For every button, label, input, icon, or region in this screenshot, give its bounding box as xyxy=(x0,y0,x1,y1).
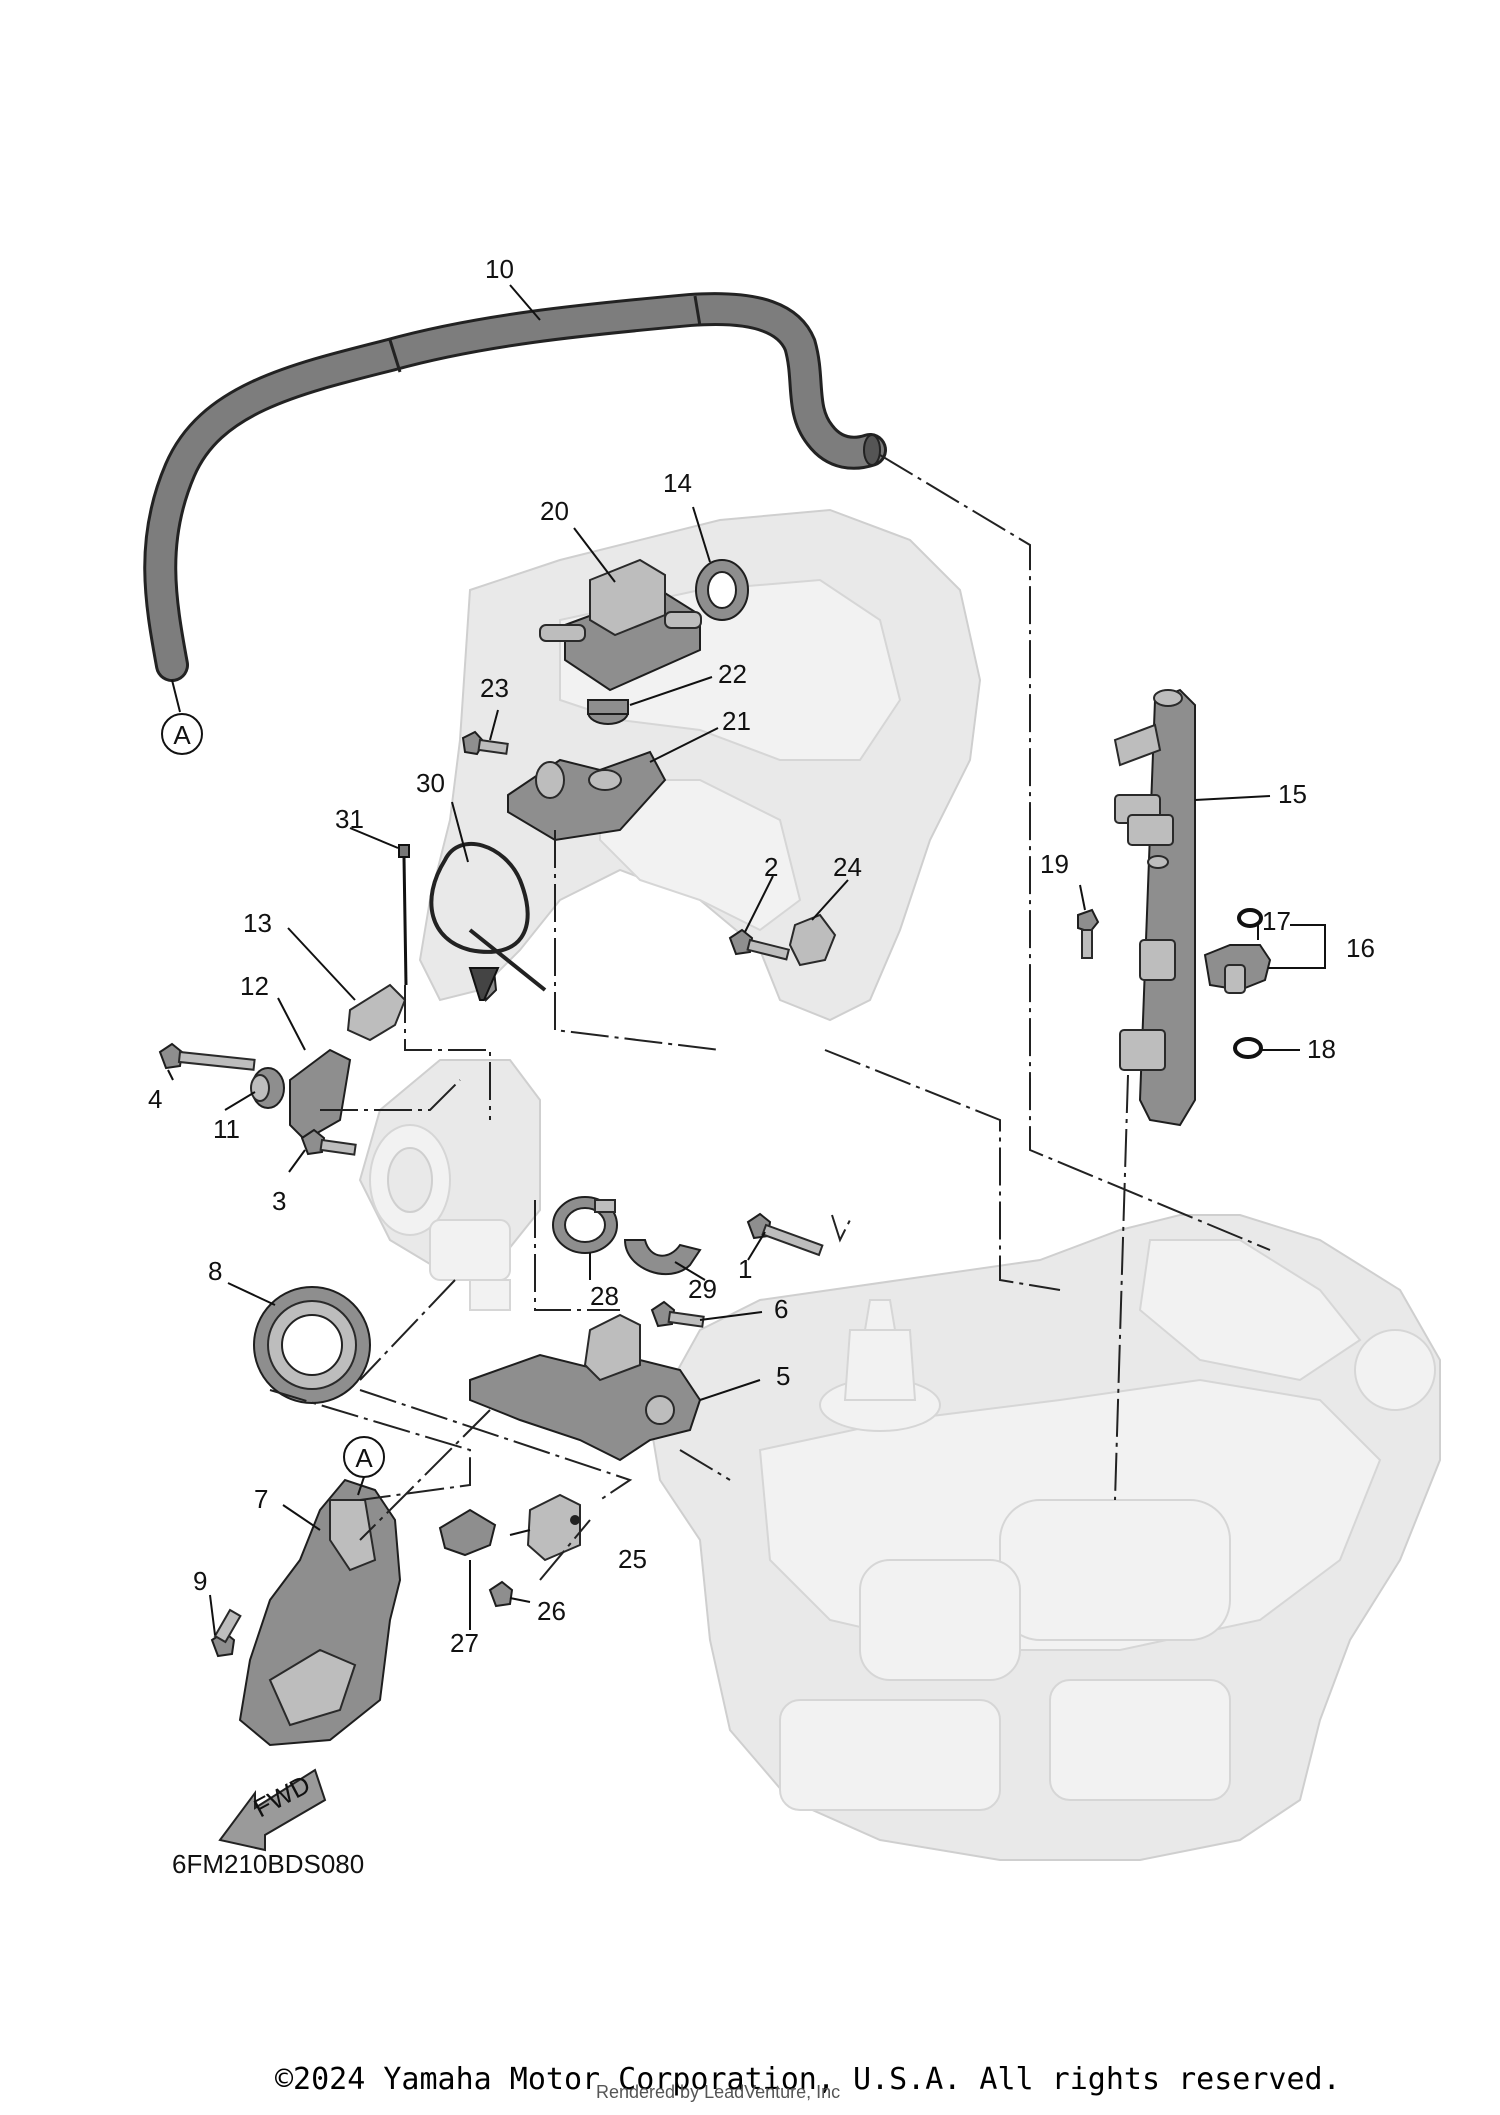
bolt-part-3 xyxy=(300,1128,357,1156)
callout-13: 13 xyxy=(243,908,272,938)
o-ring-part-17 xyxy=(1237,908,1263,928)
clamp-part-29 xyxy=(623,1239,702,1275)
callout-9: 9 xyxy=(193,1566,207,1596)
bracket-part-12 xyxy=(289,1048,352,1142)
callout-30: 30 xyxy=(416,768,445,798)
fuel-rail-part-15 xyxy=(1113,688,1196,1127)
ref-marker-text: A xyxy=(355,1443,373,1473)
callout-20: 20 xyxy=(540,496,569,526)
callout-6: 6 xyxy=(774,1294,788,1324)
callout-16: 16 xyxy=(1346,933,1375,963)
callout-23: 23 xyxy=(480,673,509,703)
callout-7: 7 xyxy=(254,1484,268,1514)
callout-19: 19 xyxy=(1040,849,1069,879)
bolt-part-26 xyxy=(488,1580,514,1608)
grommet-part-22 xyxy=(587,699,629,725)
callout-14: 14 xyxy=(663,468,692,498)
clip-part-13 xyxy=(346,983,407,1042)
bracket-part-21 xyxy=(507,750,667,842)
diagram-code: 6FM210BDS080 xyxy=(172,1849,364,1879)
callout-28: 28 xyxy=(590,1281,619,1311)
callout-27: 27 xyxy=(450,1628,479,1658)
throttle-body-ghost xyxy=(358,1059,541,1311)
callout-2: 2 xyxy=(764,852,778,882)
callout-1: 1 xyxy=(738,1254,752,1284)
callout-11: 11 xyxy=(213,1114,240,1144)
sensor-part-20 xyxy=(539,558,702,692)
cable-tie-part-31 xyxy=(398,844,410,986)
bolt-part-23 xyxy=(461,730,509,756)
bolt-part-1 xyxy=(746,1212,824,1257)
bolt-part-9 xyxy=(210,1608,242,1658)
intake-duct-part-7 xyxy=(238,1478,402,1747)
callout-labels: 1 2 3 4 5 6 7 8 9 10 11 12 13 14 15 16 1… xyxy=(148,254,1375,1658)
callout-29: 29 xyxy=(688,1274,717,1304)
leader-lines xyxy=(167,284,1326,1636)
bolt-part-2 xyxy=(728,928,791,961)
callout-8: 8 xyxy=(208,1256,222,1286)
callout-21: 21 xyxy=(722,706,751,736)
clip-part-27 xyxy=(438,1508,497,1557)
connection-lines xyxy=(269,454,1271,1581)
down-arrow-icon xyxy=(468,967,500,1001)
ref-marker-a-bottom: A xyxy=(343,1436,385,1478)
callout-12: 12 xyxy=(240,971,269,1001)
callout-25: 25 xyxy=(618,1544,647,1574)
hose-part-10 xyxy=(143,292,887,682)
bracket-part-5 xyxy=(469,1313,702,1462)
callout-15: 15 xyxy=(1278,779,1307,809)
ref-marker-text: A xyxy=(173,720,191,750)
washer-part-18 xyxy=(1233,1037,1263,1059)
callout-31: 31 xyxy=(335,804,364,834)
collar-part-11 xyxy=(250,1067,285,1109)
bracket-part-25 xyxy=(526,1493,581,1562)
bolt-part-6 xyxy=(650,1300,705,1328)
injector-part-16 xyxy=(1203,944,1272,994)
engine-block-ghost xyxy=(648,1214,1441,1861)
rendered-by-notice: Rendered by LeadVenture, Inc xyxy=(596,2082,841,2102)
callout-5: 5 xyxy=(776,1361,790,1391)
callout-4: 4 xyxy=(148,1084,162,1114)
callout-24: 24 xyxy=(833,852,862,882)
bolt-part-4 xyxy=(158,1042,256,1071)
ref-marker-a-top: A xyxy=(161,713,203,755)
callout-17: 17 xyxy=(1262,906,1291,936)
bolt-part-19 xyxy=(1077,908,1100,959)
clamp-part-28 xyxy=(552,1196,618,1254)
callout-3: 3 xyxy=(272,1186,286,1216)
seal-ring-part-8 xyxy=(253,1286,371,1404)
clip-part-24 xyxy=(788,913,837,967)
callout-22: 22 xyxy=(718,659,747,689)
callout-10: 10 xyxy=(485,254,514,284)
fwd-arrow-icon: FWD xyxy=(218,1768,327,1852)
callout-26: 26 xyxy=(537,1596,566,1626)
copyright-notice: ©2024 Yamaha Motor Corporation, U.S.A. A… xyxy=(275,2062,1341,2097)
callout-18: 18 xyxy=(1307,1034,1336,1064)
clamp-part-14 xyxy=(695,559,749,621)
